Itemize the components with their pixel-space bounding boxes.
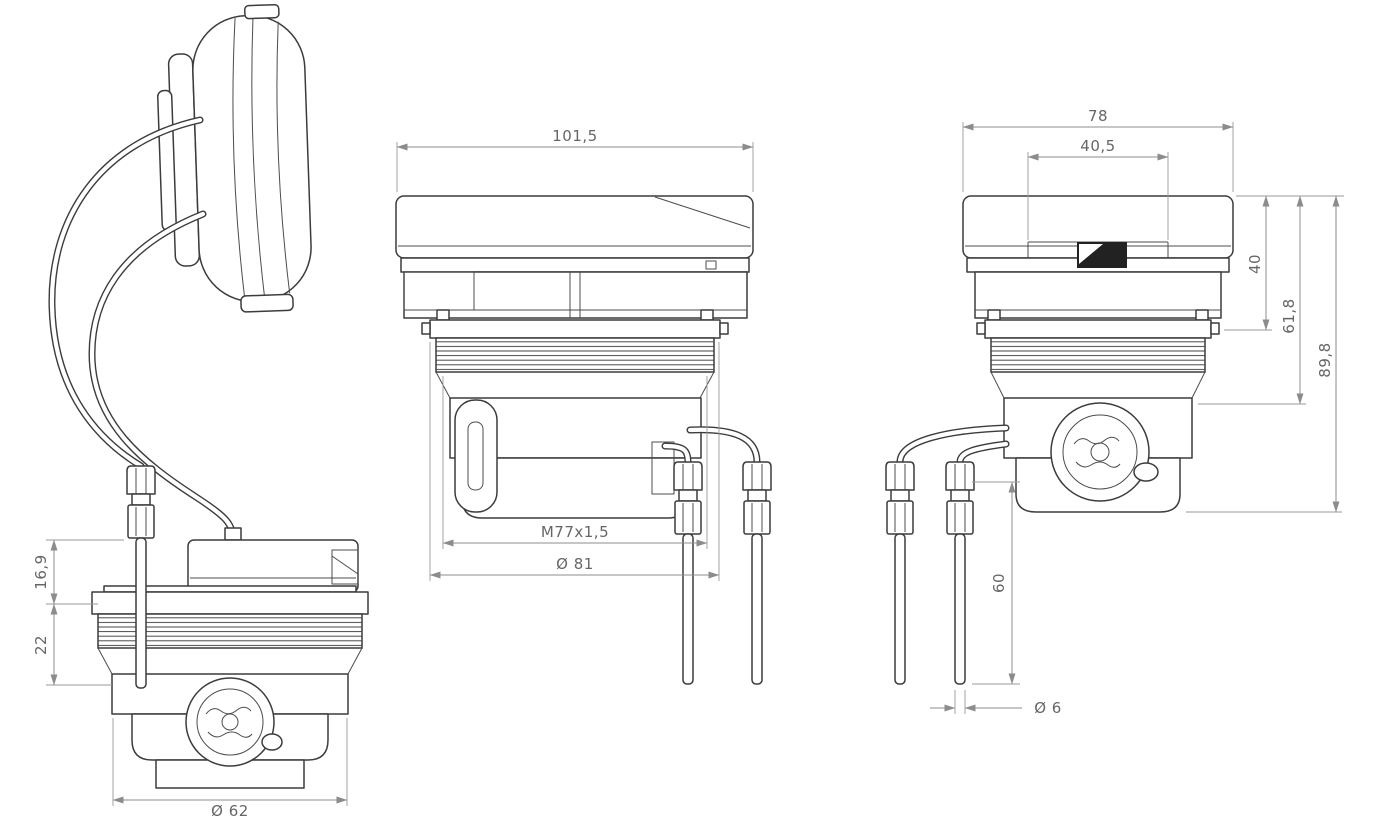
sensor-cap-inner bbox=[196, 688, 264, 756]
mid-block bbox=[403, 271, 748, 319]
dim-probe-diameter-label: Ø 6 bbox=[1034, 699, 1062, 717]
sensor-pocket-slot bbox=[467, 421, 484, 491]
head-bottom-clamp bbox=[240, 293, 294, 313]
dim-body-diameter-label: Ø 62 bbox=[211, 802, 249, 820]
left-view: 16,9 22 Ø 62 bbox=[32, 3, 369, 820]
left-view-cables bbox=[48, 116, 237, 546]
flange bbox=[984, 319, 1212, 339]
left-view-dimensions: 16,9 22 Ø 62 bbox=[32, 539, 348, 820]
dim-housing-height-label: 40 bbox=[1246, 254, 1264, 274]
temperature-probe bbox=[126, 465, 156, 689]
sensor-cap-inner bbox=[1062, 414, 1138, 490]
cable-to-far-probe bbox=[687, 427, 760, 465]
dim-probe-length-label: 60 bbox=[990, 573, 1008, 593]
side-view-body bbox=[962, 195, 1234, 513]
housing-band bbox=[400, 257, 750, 273]
head-ring-line bbox=[251, 16, 266, 301]
front-view-body bbox=[395, 195, 754, 519]
sensor-cap bbox=[1050, 402, 1150, 502]
thread-band bbox=[990, 337, 1206, 373]
housing-latch bbox=[331, 549, 359, 585]
cable-gland bbox=[224, 527, 242, 541]
dim-mid-height-label: 61,8 bbox=[1280, 298, 1298, 333]
dim-thread-label: M77x1,5 bbox=[541, 523, 609, 541]
temperature-probe bbox=[885, 461, 915, 685]
cable-to-body bbox=[89, 211, 236, 545]
bayonet-clip bbox=[987, 309, 1001, 321]
band-screw bbox=[705, 260, 717, 270]
flange-ear bbox=[1210, 322, 1220, 335]
body-taper bbox=[990, 371, 1206, 399]
dim-flange-diameter-label: Ø 81 bbox=[556, 555, 594, 573]
side-view-cables bbox=[896, 424, 1010, 466]
dim-overall-width-label: 78 bbox=[1088, 107, 1108, 125]
housing-latch-line bbox=[331, 555, 359, 575]
flange-ear bbox=[976, 322, 986, 335]
dim-offset-bottom-label: 22 bbox=[32, 635, 50, 655]
bayonet-clip bbox=[436, 309, 450, 321]
flange-ear bbox=[421, 322, 431, 335]
bottom-foot bbox=[155, 759, 305, 789]
seal-marker-highlight bbox=[1079, 244, 1103, 264]
bayonet-clip bbox=[700, 309, 714, 321]
cap-side-boss bbox=[261, 733, 283, 751]
display-head bbox=[156, 3, 312, 313]
lid-parting-line bbox=[654, 196, 751, 229]
left-view-meter-body bbox=[91, 527, 369, 789]
dim-overall-width-label: 101,5 bbox=[552, 127, 597, 145]
head-top-tab bbox=[244, 3, 280, 20]
front-view-dimensions: 101,5 M77x1,5 Ø 81 bbox=[396, 127, 754, 581]
sensor-cap-ribs bbox=[1075, 461, 1121, 468]
temperature-probe bbox=[945, 461, 975, 685]
cable-to-far-probe bbox=[897, 425, 1009, 465]
cable-to-near-probe bbox=[662, 443, 691, 465]
cable-to-probe bbox=[49, 117, 203, 469]
flange bbox=[91, 591, 369, 615]
side-view: 78 40,5 40 61,8 89,8 60 Ø 6 bbox=[885, 107, 1344, 717]
sensor-pocket bbox=[454, 399, 498, 513]
flange-ear bbox=[719, 322, 729, 335]
flange bbox=[429, 319, 721, 339]
cable-to-near-probe bbox=[957, 441, 1009, 465]
sensor-cap bbox=[185, 677, 275, 767]
temperature-probe bbox=[742, 461, 772, 685]
head-ring-line bbox=[232, 18, 246, 300]
front-view: 101,5 M77x1,5 Ø 81 bbox=[395, 127, 772, 685]
bayonet-clip bbox=[1195, 309, 1209, 321]
dim-lid-width-label: 40,5 bbox=[1080, 137, 1115, 155]
dim-offset-top-label: 16,9 bbox=[32, 554, 50, 589]
thread-band-m77 bbox=[435, 337, 715, 373]
cap-side-boss bbox=[1133, 462, 1159, 482]
body-taper bbox=[97, 647, 363, 675]
front-view-cables bbox=[661, 426, 761, 466]
mid-block bbox=[974, 271, 1222, 319]
electronics-housing bbox=[395, 195, 754, 259]
side-view-dimensions: 78 40,5 40 61,8 89,8 60 Ø 6 bbox=[930, 107, 1344, 717]
head-ring-line bbox=[276, 21, 291, 294]
dim-overall-height-label: 89,8 bbox=[1316, 342, 1334, 377]
sensor-cap-ribs bbox=[207, 731, 253, 738]
body-taper bbox=[435, 371, 715, 399]
sensor-cap-hub bbox=[221, 713, 239, 731]
sensor-cap-hub bbox=[1090, 442, 1110, 462]
